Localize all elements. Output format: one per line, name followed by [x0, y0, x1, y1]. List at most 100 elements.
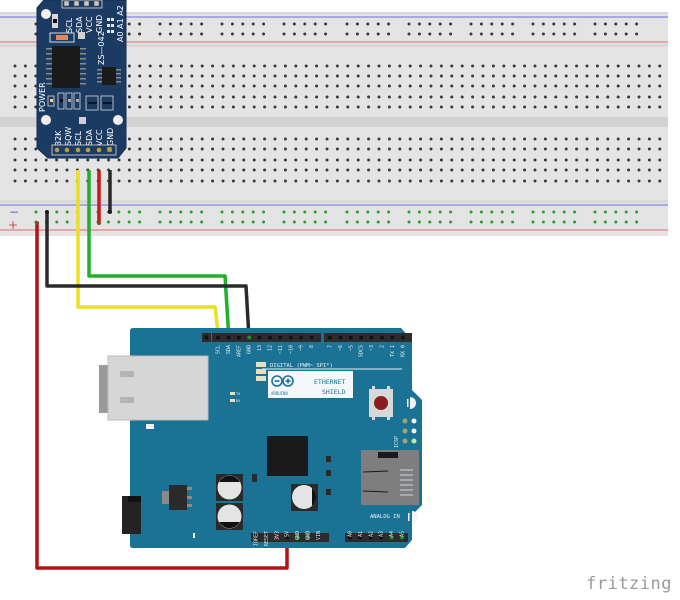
breadboard-hole[interactable]: [211, 147, 215, 151]
breadboard-hole[interactable]: [564, 137, 568, 141]
breadboard-hole[interactable]: [647, 147, 651, 151]
breadboard-hole[interactable]: [606, 84, 610, 88]
breadboard-hole[interactable]: [315, 168, 319, 172]
breadboard-hole[interactable]: [595, 64, 599, 68]
breadboard-hole[interactable]: [543, 64, 547, 68]
wire-3v3[interactable]: [35, 223, 289, 570]
breadboard-hole[interactable]: [367, 105, 371, 109]
breadboard-hole[interactable]: [211, 168, 215, 172]
rail-hole[interactable]: [200, 22, 204, 26]
breadboard-hole[interactable]: [44, 179, 48, 183]
breadboard-hole[interactable]: [367, 158, 371, 162]
breadboard-hole[interactable]: [491, 179, 495, 183]
breadboard-hole[interactable]: [179, 64, 183, 68]
breadboard-hole[interactable]: [273, 105, 277, 109]
breadboard-hole[interactable]: [231, 147, 235, 151]
breadboard-hole[interactable]: [159, 137, 163, 141]
breadboard-hole[interactable]: [408, 168, 412, 172]
breadboard-hole[interactable]: [169, 105, 173, 109]
rail-hole[interactable]: [479, 210, 483, 214]
breadboard-hole[interactable]: [658, 84, 662, 88]
breadboard-hole[interactable]: [616, 74, 620, 78]
breadboard-hole[interactable]: [263, 179, 267, 183]
breadboard-hole[interactable]: [637, 64, 641, 68]
breadboard-hole[interactable]: [450, 84, 454, 88]
header-pin-sda[interactable]: [226, 335, 231, 340]
rail-hole[interactable]: [220, 22, 224, 26]
rail-hole[interactable]: [168, 220, 172, 224]
breadboard-hole[interactable]: [377, 84, 381, 88]
rail-hole[interactable]: [282, 210, 286, 214]
rail-hole[interactable]: [345, 210, 349, 214]
rail-hole[interactable]: [313, 32, 317, 36]
breadboard-hole[interactable]: [127, 74, 131, 78]
breadboard-hole[interactable]: [148, 137, 152, 141]
breadboard-hole[interactable]: [429, 179, 433, 183]
breadboard-hole[interactable]: [398, 179, 402, 183]
breadboard-hole[interactable]: [148, 168, 152, 172]
rail-hole[interactable]: [303, 210, 307, 214]
breadboard-hole[interactable]: [242, 168, 246, 172]
breadboard-hole[interactable]: [585, 95, 589, 99]
breadboard-hole[interactable]: [627, 179, 631, 183]
breadboard-hole[interactable]: [242, 105, 246, 109]
breadboard-hole[interactable]: [335, 179, 339, 183]
breadboard-hole[interactable]: [304, 64, 308, 68]
breadboard-hole[interactable]: [159, 74, 163, 78]
breadboard-hole[interactable]: [512, 137, 516, 141]
breadboard-hole[interactable]: [491, 84, 495, 88]
rail-hole[interactable]: [200, 210, 204, 214]
breadboard-hole[interactable]: [211, 158, 215, 162]
breadboard-hole[interactable]: [595, 179, 599, 183]
breadboard-hole[interactable]: [460, 179, 464, 183]
breadboard-hole[interactable]: [190, 64, 194, 68]
breadboard-hole[interactable]: [543, 74, 547, 78]
rail-hole[interactable]: [511, 32, 515, 36]
breadboard-hole[interactable]: [346, 74, 350, 78]
breadboard-hole[interactable]: [335, 95, 339, 99]
breadboard-hole[interactable]: [294, 147, 298, 151]
breadboard-hole[interactable]: [127, 147, 131, 151]
breadboard-hole[interactable]: [564, 95, 568, 99]
rail-hole[interactable]: [324, 210, 328, 214]
rail-hole[interactable]: [376, 22, 380, 26]
breadboard-hole[interactable]: [627, 168, 631, 172]
breadboard-hole[interactable]: [325, 95, 329, 99]
rail-hole[interactable]: [127, 220, 131, 224]
rail-hole[interactable]: [324, 220, 328, 224]
breadboard-hole[interactable]: [429, 64, 433, 68]
breadboard-hole[interactable]: [491, 105, 495, 109]
header-pin-2[interactable]: [380, 335, 384, 340]
wire-scl[interactable]: [76, 170, 221, 341]
rail-hole[interactable]: [541, 32, 545, 36]
breadboard-hole[interactable]: [658, 158, 662, 162]
rail-hole[interactable]: [531, 32, 535, 36]
breadboard-hole[interactable]: [127, 95, 131, 99]
reset-button[interactable]: [369, 386, 393, 420]
rail-hole[interactable]: [168, 22, 172, 26]
breadboard-hole[interactable]: [231, 137, 235, 141]
rail-hole[interactable]: [428, 210, 432, 214]
breadboard-hole[interactable]: [564, 84, 568, 88]
breadboard-hole[interactable]: [335, 168, 339, 172]
breadboard-hole[interactable]: [564, 105, 568, 109]
breadboard-hole[interactable]: [346, 84, 350, 88]
breadboard-hole[interactable]: [491, 74, 495, 78]
breadboard-hole[interactable]: [221, 179, 225, 183]
rail-hole[interactable]: [117, 210, 121, 214]
rail-hole[interactable]: [407, 220, 411, 224]
breadboard-hole[interactable]: [637, 158, 641, 162]
breadboard-hole[interactable]: [190, 147, 194, 151]
breadboard-hole[interactable]: [304, 105, 308, 109]
breadboard-hole[interactable]: [335, 147, 339, 151]
breadboard-hole[interactable]: [200, 105, 204, 109]
breadboard-hole[interactable]: [450, 105, 454, 109]
rail-hole[interactable]: [282, 220, 286, 224]
breadboard-hole[interactable]: [294, 137, 298, 141]
breadboard-hole[interactable]: [481, 179, 485, 183]
breadboard-hole[interactable]: [502, 137, 506, 141]
rail-hole[interactable]: [500, 210, 504, 214]
breadboard-hole[interactable]: [450, 137, 454, 141]
breadboard-hole[interactable]: [242, 137, 246, 141]
breadboard-hole[interactable]: [595, 74, 599, 78]
